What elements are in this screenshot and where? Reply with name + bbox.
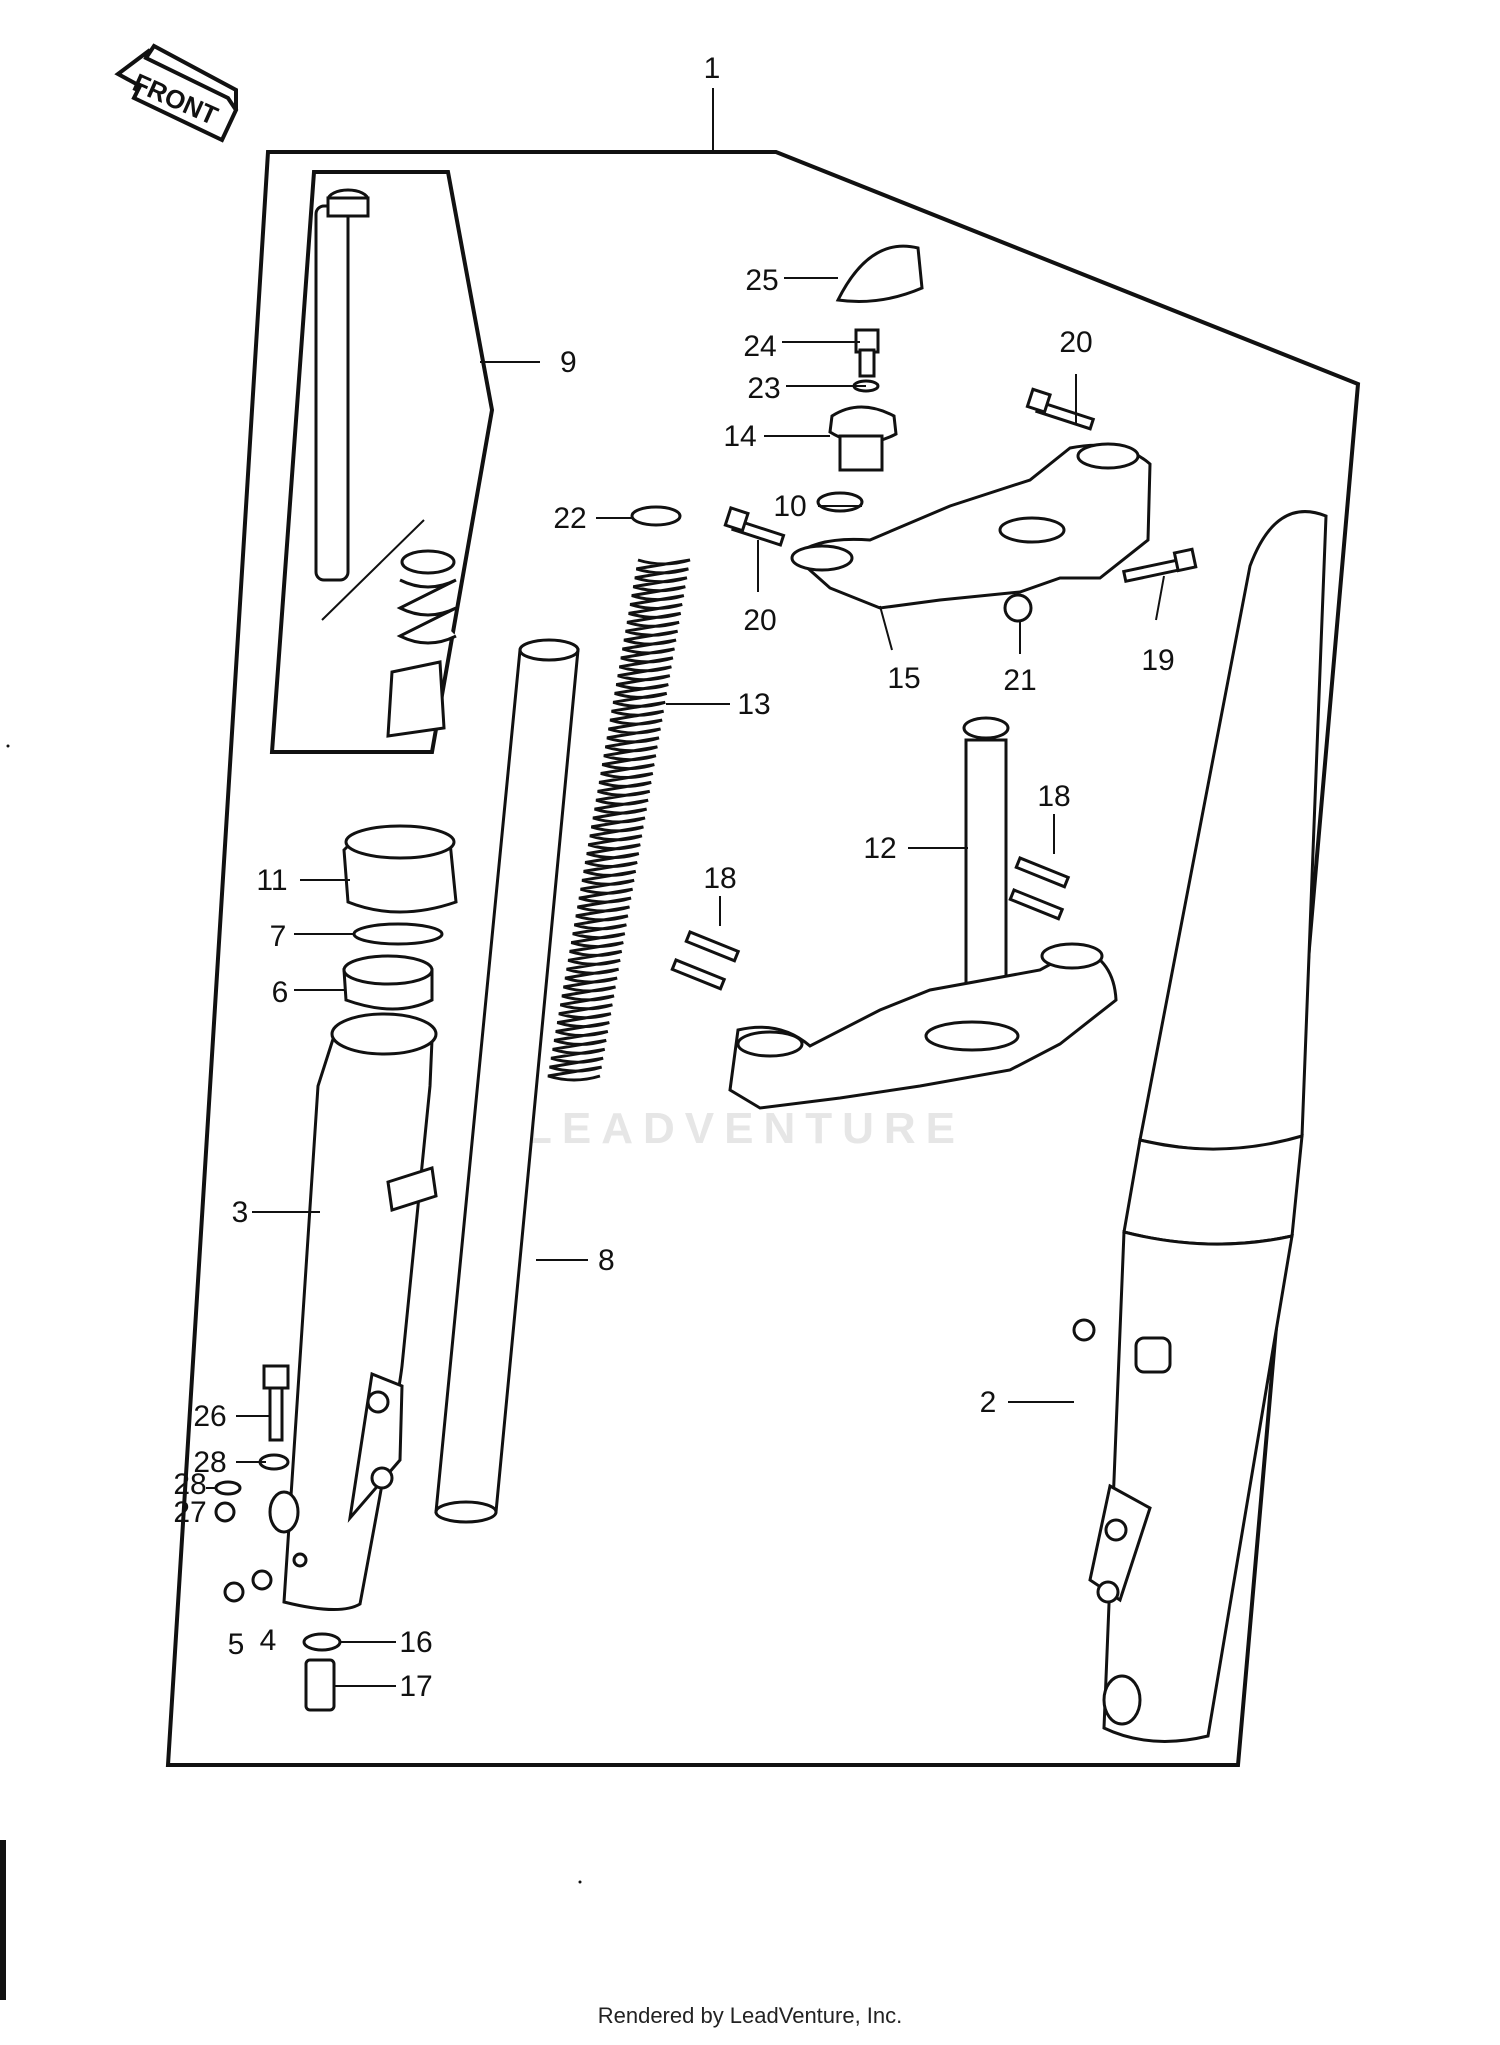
nut-27 <box>214 1501 236 1523</box>
callout-11: 11 <box>256 864 287 897</box>
washer-10 <box>816 491 864 513</box>
bracket-nut <box>1003 593 1033 623</box>
spring-seat <box>630 505 682 527</box>
callout-20-right: 20 <box>1059 326 1092 359</box>
footer-credit: Rendered by LeadVenture, Inc. <box>597 2003 903 2028</box>
washer-16 <box>302 1632 342 1652</box>
callout-18-right: 18 <box>1037 780 1070 813</box>
callout-20-left: 20 <box>743 604 776 637</box>
inset-frame-part9 <box>269 170 495 754</box>
callout-23: 23 <box>747 372 780 405</box>
callout-16: 16 <box>399 1626 432 1659</box>
callout-12: 12 <box>863 832 896 865</box>
callout-6: 6 <box>272 976 289 1009</box>
damper-rod-assembly <box>314 188 457 738</box>
bolt-20-right <box>1025 387 1096 431</box>
hardware-26 <box>262 1364 290 1442</box>
washer-4 <box>251 1569 273 1591</box>
front-arrow-icon: FRONT <box>114 43 239 143</box>
bolt-17 <box>304 1658 336 1712</box>
callout-15: 15 <box>887 662 920 695</box>
left-edge-bar <box>0 1840 6 2000</box>
callout-19: 19 <box>1141 644 1174 677</box>
fork-spring <box>547 558 691 1082</box>
callout-24: 24 <box>743 330 776 363</box>
callout-22: 22 <box>553 502 586 535</box>
steering-stem-lower-bracket <box>728 716 1118 1110</box>
callout-10: 10 <box>773 490 806 523</box>
oil-seal <box>342 954 434 1011</box>
watermark: LEADVENTURE <box>525 1104 965 1153</box>
callout-21: 21 <box>1003 664 1036 697</box>
callout-4: 4 <box>260 1624 277 1657</box>
bolts-18-left <box>670 930 741 991</box>
callout-18-left: 18 <box>703 862 736 895</box>
washer-28-lower <box>214 1480 242 1496</box>
stem-nut <box>828 405 898 472</box>
dust-seal <box>342 824 458 914</box>
callout-28-lower: 28 <box>173 1468 206 1501</box>
callout-7: 7 <box>270 920 287 953</box>
callout-2: 2 <box>980 1386 997 1419</box>
retaining-ring <box>352 922 444 946</box>
callout-3: 3 <box>232 1196 249 1229</box>
leader-lines <box>206 277 1165 1687</box>
callout-9: 9 <box>560 346 577 379</box>
callout-13: 13 <box>737 688 770 721</box>
bolt-20-left <box>723 506 786 547</box>
callout-8: 8 <box>598 1244 615 1277</box>
fork-leg-right <box>1072 510 1328 1743</box>
callout-25: 25 <box>745 264 778 297</box>
bolts-18-right <box>1008 856 1071 921</box>
outer-tube-left <box>268 1012 438 1612</box>
callout-17: 17 <box>399 1670 432 1703</box>
callout-14: 14 <box>723 420 756 453</box>
callout-26: 26 <box>193 1400 226 1433</box>
front-fork-diagram: LEADVENTURE FRONT <box>0 43 1361 2000</box>
cap-bolt <box>854 328 880 378</box>
pinch-bolt-19 <box>1121 547 1198 584</box>
top-cap <box>835 244 924 303</box>
callout-28-upper: 28 <box>193 1446 226 1479</box>
inner-tube <box>434 638 580 1524</box>
screw-5 <box>223 1581 245 1603</box>
callouts: 1 2 3 4 5 6 7 8 9 10 11 12 13 14 15 16 1… <box>173 52 1174 1703</box>
callout-1: 1 <box>704 52 721 85</box>
callout-27: 27 <box>173 1496 206 1529</box>
upper-bracket <box>790 442 1152 610</box>
callout-5: 5 <box>228 1628 245 1661</box>
